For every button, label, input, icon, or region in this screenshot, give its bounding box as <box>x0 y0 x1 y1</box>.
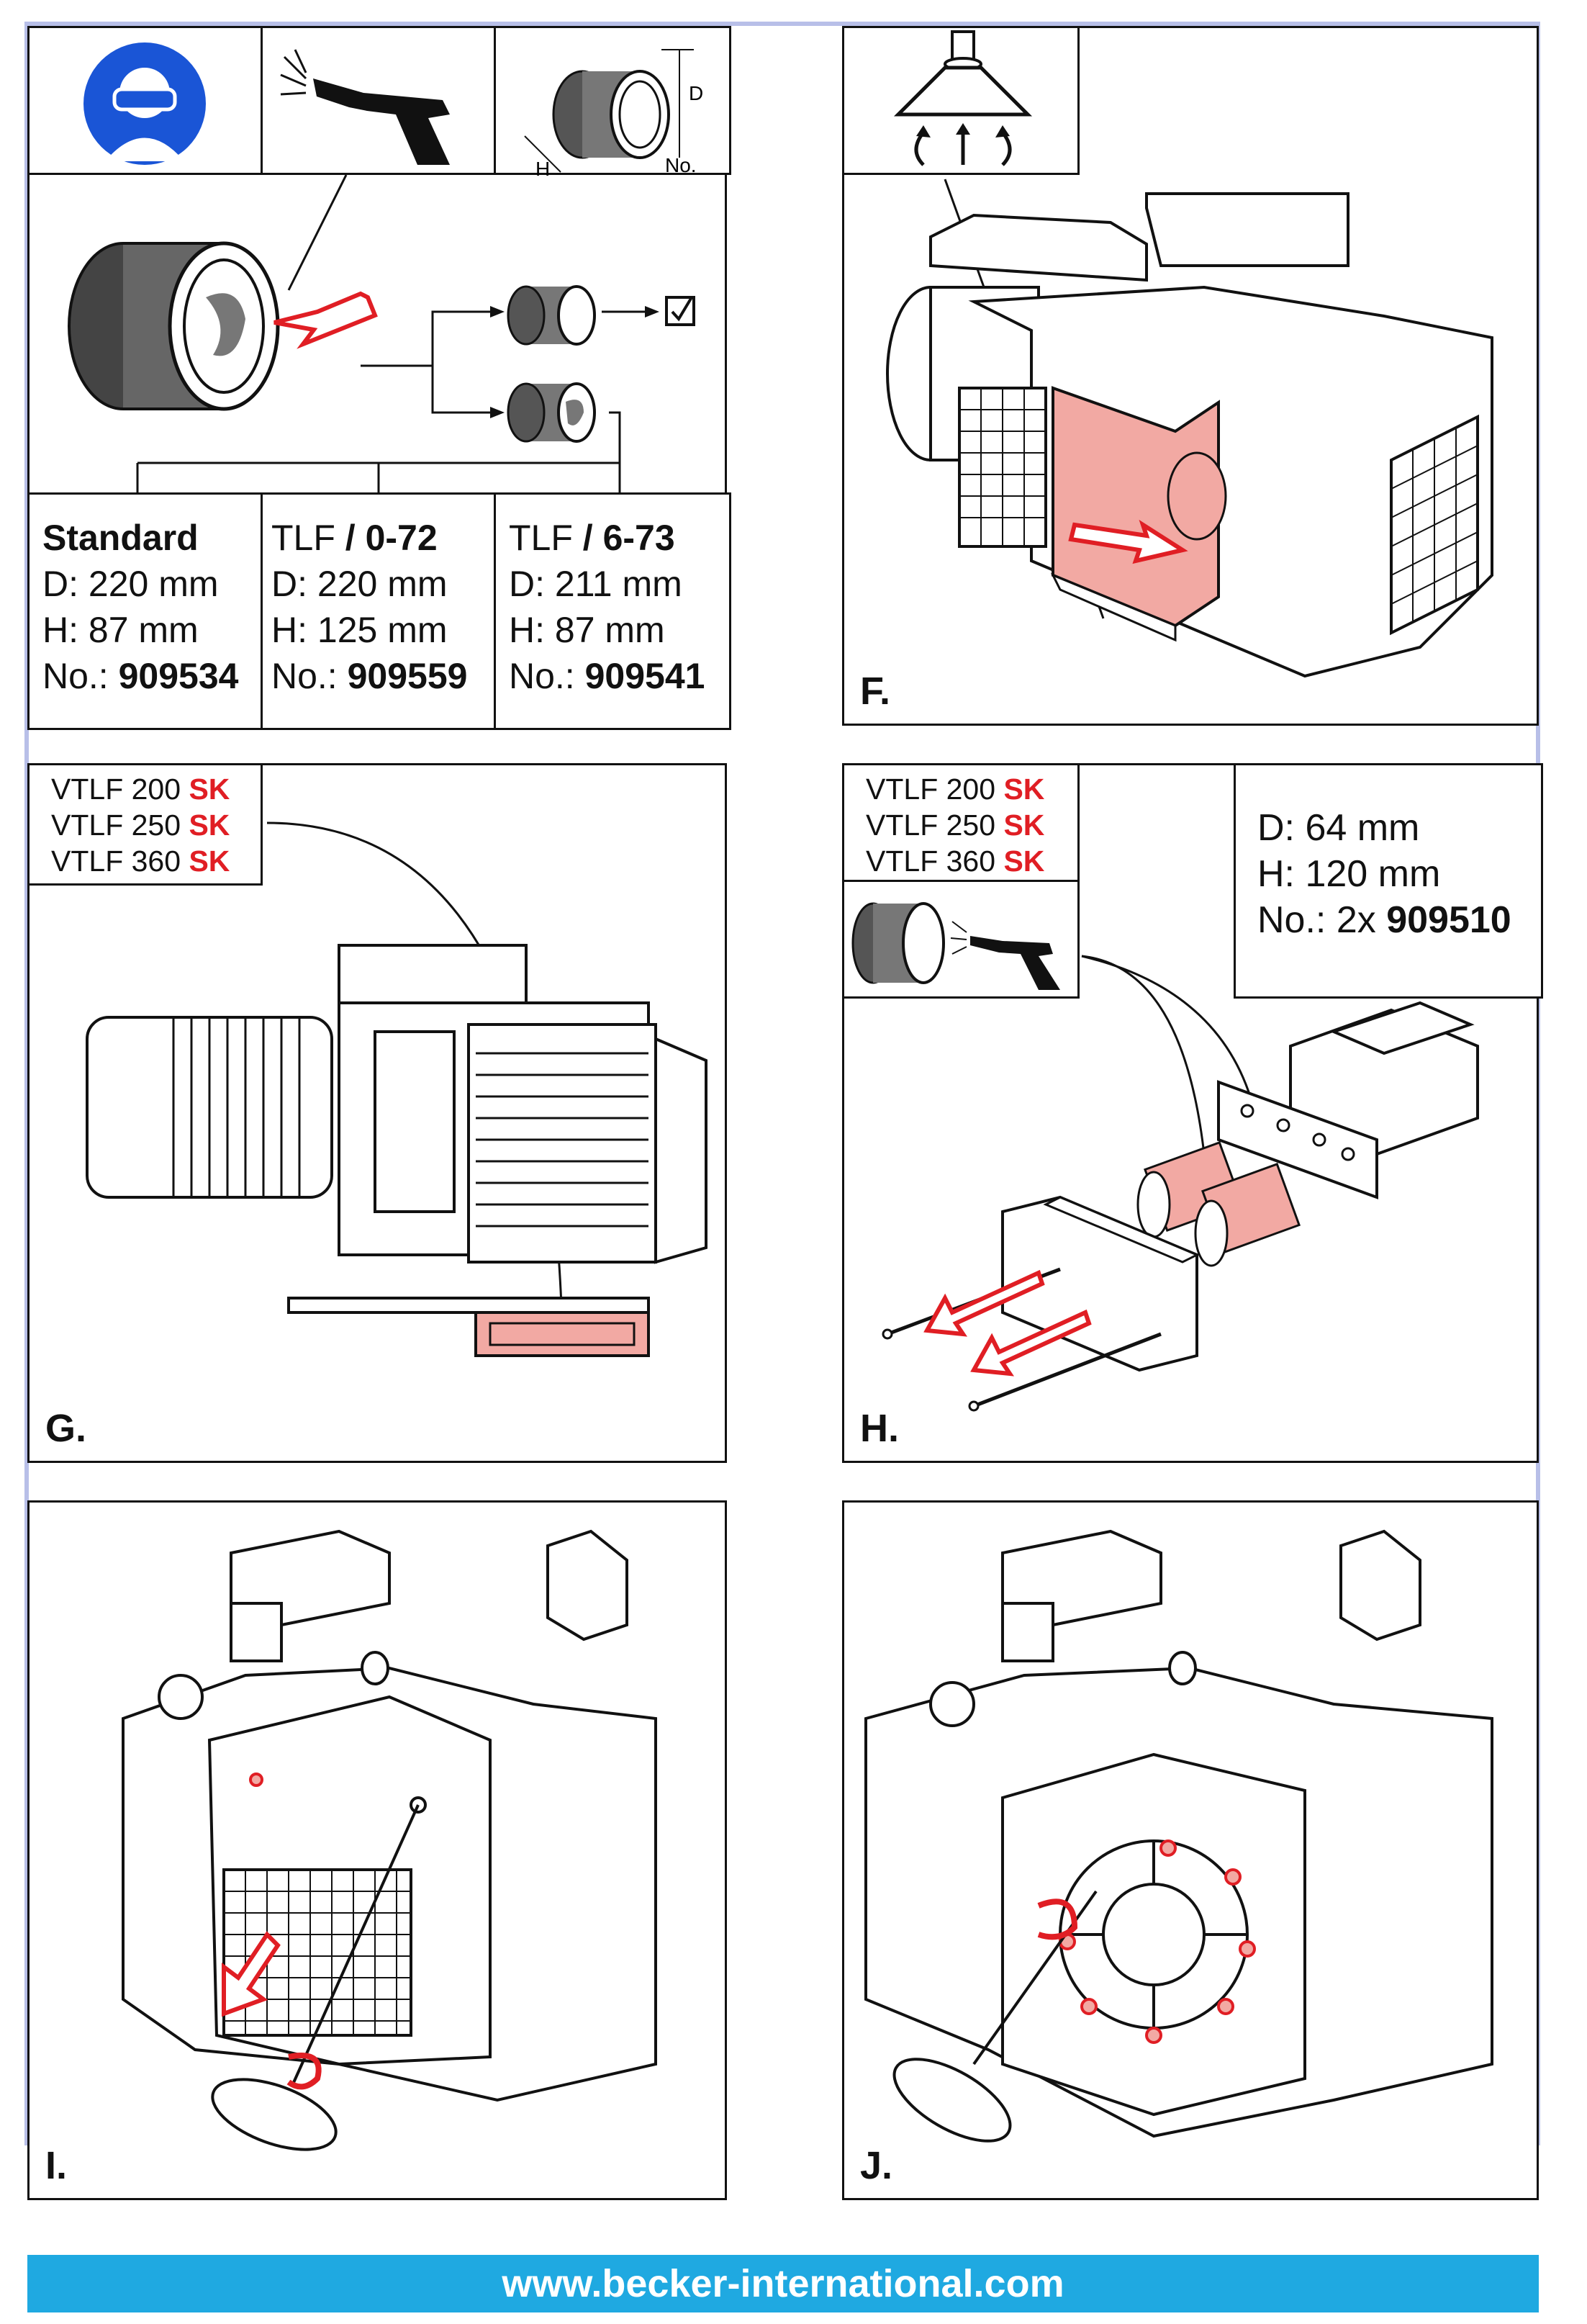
spec-tlf-072-title: TLF / 0-72 <box>271 518 438 558</box>
spec-standard-title: Standard <box>42 518 199 558</box>
red-rotation-arrow-i <box>286 2053 322 2090</box>
spec-tlf-072-d: D: 220 mm <box>271 564 448 604</box>
pump-front-cover-removal-illustration <box>122 1529 657 2151</box>
panel-f-label: F. <box>860 670 891 713</box>
filter-decision-diagram <box>68 175 695 521</box>
panel-g: VTLF 200 SK VTLF 250 SK VTLF 360 SK <box>27 763 727 1463</box>
cleaning-icon-cell <box>842 880 1080 999</box>
dimension-cell: D H No. <box>494 26 731 177</box>
frame-line-left <box>24 22 29 2145</box>
filter-door-highlight <box>474 1311 650 1357</box>
spec-standard-h: H: 87 mm <box>42 610 199 650</box>
panel-i: I. <box>27 1500 727 2200</box>
panel-h-label: H. <box>860 1407 899 1450</box>
dimension-d-label: D <box>689 82 703 104</box>
dimension-h-label: H <box>535 158 550 177</box>
filter-cartridge-large <box>68 241 280 411</box>
pump-open-housing-illustration <box>886 179 1493 678</box>
spec-h-no: No.: 2x 909510 <box>1257 899 1511 941</box>
exhaust-hood-icon <box>893 30 1033 166</box>
spec-tlf-673-cell: TLF / 6-73 D: 211 mm H: 87 mm No.: 90954… <box>494 492 731 730</box>
spec-tlf-673-d: D: 211 mm <box>509 564 682 604</box>
panel-j-label: J. <box>860 2144 893 2187</box>
red-bolt-markers <box>1059 1839 1256 2044</box>
panel-h: VTLF 200 SK VTLF 250 SK VTLF 360 SK D: 6… <box>842 763 1543 1463</box>
exhaust-hood-cell <box>842 26 1080 175</box>
safety-goggles-icon <box>83 42 206 165</box>
model-line-h-2: VTLF 250 SK <box>866 809 1045 842</box>
red-direction-arrow-h1 <box>923 1269 1045 1337</box>
model-line-h-3: VTLF 360 SK <box>866 845 1045 878</box>
dimension-no-label: No. <box>665 154 697 176</box>
spec-tlf-072-h: H: 125 mm <box>271 610 448 650</box>
footer-url-bar[interactable]: www.becker-international.com <box>27 2255 1539 2312</box>
model-line-h-1: VTLF 200 SK <box>866 773 1045 806</box>
spec-standard-no: No.: 909534 <box>42 656 239 696</box>
spec-tlf-673-h: H: 87 mm <box>509 610 665 650</box>
air-gun-icon <box>280 49 450 165</box>
spec-h-d: D: 64 mm <box>1257 807 1420 849</box>
filter-clean <box>507 285 596 346</box>
filter-cartridges-pair <box>1136 1140 1301 1267</box>
spec-h-cell: D: 64 mm H: 120 mm No.: 2x 909510 <box>1234 763 1543 999</box>
red-direction-arrow <box>273 291 378 349</box>
red-direction-arrow-i <box>222 1931 281 2017</box>
red-direction-arrow-h2 <box>970 1309 1092 1377</box>
spec-tlf-072-no: No.: 909559 <box>271 656 468 696</box>
air-gun-filter-icon <box>851 902 1060 990</box>
pump-rotor-cover-illustration <box>864 1529 1493 2143</box>
filter-dirty <box>507 382 596 443</box>
spec-tlf-673-no: No.: 909541 <box>509 656 705 696</box>
air-gun-cell <box>261 26 496 175</box>
spec-tlf-072-cell: TLF / 0-72 D: 220 mm H: 125 mm No.: 9095… <box>261 492 496 730</box>
red-direction-arrow-f <box>1068 519 1188 564</box>
panel-f: F. <box>842 26 1539 726</box>
model-line-g-2: VTLF 250 SK <box>51 809 230 842</box>
frame-line-top <box>24 22 1540 26</box>
model-list-h: VTLF 200 SK VTLF 250 SK VTLF 360 SK <box>842 763 1080 882</box>
panel-filter-selection: D H No. <box>27 26 731 730</box>
spec-h-h: H: 120 mm <box>1257 853 1441 895</box>
spec-tlf-673-title: TLF / 6-73 <box>509 518 675 558</box>
panel-j: J. <box>842 1500 1539 2200</box>
exploded-filter-view-illustration <box>882 955 1479 1412</box>
pump-side-view-illustration <box>86 821 707 1357</box>
model-line-g-1: VTLF 200 SK <box>51 773 230 806</box>
panel-g-label: G. <box>45 1407 87 1450</box>
spec-standard-d: D: 220 mm <box>42 564 219 604</box>
model-line-g-3: VTLF 360 SK <box>51 845 230 878</box>
model-list-g: VTLF 200 SK VTLF 250 SK VTLF 360 SK <box>27 763 263 886</box>
panel-i-label: I. <box>45 2144 68 2187</box>
goggles-cell <box>27 26 263 175</box>
filter-cartridge-icon: D H No. <box>524 49 703 177</box>
spec-standard-cell: Standard D: 220 mm H: 87 mm No.: 909534 <box>27 492 263 730</box>
red-rotation-arrow-j <box>1037 1899 1078 1940</box>
